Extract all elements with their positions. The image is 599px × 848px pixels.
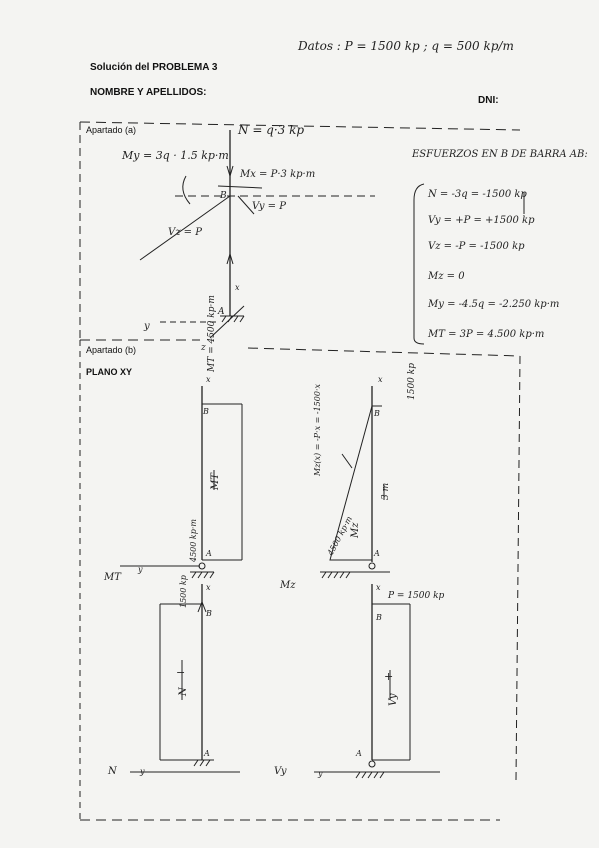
n-sign: −	[176, 666, 185, 679]
mz-diagram-label: Mz	[350, 522, 361, 539]
mz-side-label: Mz	[279, 580, 296, 591]
esfuerzo-vz: Vz = -P = -1500 kp	[428, 241, 525, 252]
part-a-vy: Vy = P	[252, 201, 286, 212]
vy-axis-y: y	[317, 769, 323, 778]
part-a-point-a: A	[218, 307, 225, 317]
vy-side-label: Vy	[274, 766, 287, 777]
plano-xy-label: PLANO XY	[86, 367, 133, 377]
mt-point-b: B	[202, 407, 209, 416]
vy-sign: +	[384, 670, 393, 683]
name-label: NOMBRE Y APELLIDOS:	[90, 87, 207, 98]
esfuerzo-mt: MT = 3P = 4.500 kp·m	[428, 329, 545, 340]
mt-top-value: MT = 4500 kp·m	[207, 295, 217, 373]
mt-side-label: MT	[103, 572, 122, 583]
problem-title: Solución del PROBLEMA 3	[90, 62, 218, 73]
mz-formula: Mz(x) = -P·x = -1500·x	[313, 384, 322, 477]
n-diagram-label: N	[178, 686, 189, 697]
part-a-my: My = 3q · 1.5 kp·m	[122, 149, 229, 162]
vy-axis-x: x	[376, 583, 381, 592]
mz-dim: 3 m	[381, 483, 391, 500]
n-point-a: A	[203, 749, 210, 758]
esfuerzo-mz: Mz = 0	[428, 271, 465, 282]
vy-point-a: A	[355, 749, 362, 758]
mt-end-value: 4500 kp·m	[189, 519, 198, 563]
mz-point-b: B	[373, 409, 380, 418]
part-a-vz: Vz = P	[168, 227, 202, 238]
n-axis-x: x	[206, 583, 211, 592]
part-a-label: Apartado (a)	[86, 125, 137, 135]
part-a-n-load: N = q·3 kp	[238, 123, 305, 137]
mz-top-value: 1500 kp	[407, 363, 417, 400]
esfuerzo-my: My = -4.5q = -2.250 kp·m	[428, 299, 560, 310]
part-a-mx: Mx = P·3 kp·m	[240, 169, 316, 180]
dni-label: DNI:	[478, 95, 499, 106]
n-axis-y: y	[139, 767, 145, 776]
mt-diagram-label: MT	[210, 472, 221, 491]
n-side-label: N	[107, 766, 118, 777]
part-a-axis-z: z	[201, 343, 206, 353]
mz-axis-x: x	[378, 375, 383, 384]
n-top-value: 1500 kp	[179, 575, 188, 608]
vy-point-b: B	[375, 613, 382, 622]
vy-top-value: P = 1500 kp	[387, 591, 445, 601]
part-a-axis-x: x	[235, 283, 240, 292]
mt-axis-y: y	[137, 565, 143, 574]
esfuerzo-vy: Vy = +P = +1500 kp	[428, 215, 535, 226]
n-point-b: B	[205, 609, 212, 618]
part-a-point-b: B	[220, 191, 227, 201]
vy-diagram-label: Vy	[388, 693, 399, 706]
part-a-axis-y: y	[144, 321, 150, 332]
esfuerzos-heading: ESFUERZOS EN B DE BARRA AB:	[412, 149, 588, 160]
part-b-label: Apartado (b)	[86, 345, 137, 355]
mt-point-a: A	[205, 549, 212, 558]
mt-axis-x: x	[206, 375, 211, 384]
esfuerzo-n: N = -3q = -1500 kp	[428, 189, 527, 200]
datos-text: Datos : P = 1500 kp ; q = 500 kp/m	[298, 39, 514, 53]
mz-point-a: A	[373, 549, 380, 558]
